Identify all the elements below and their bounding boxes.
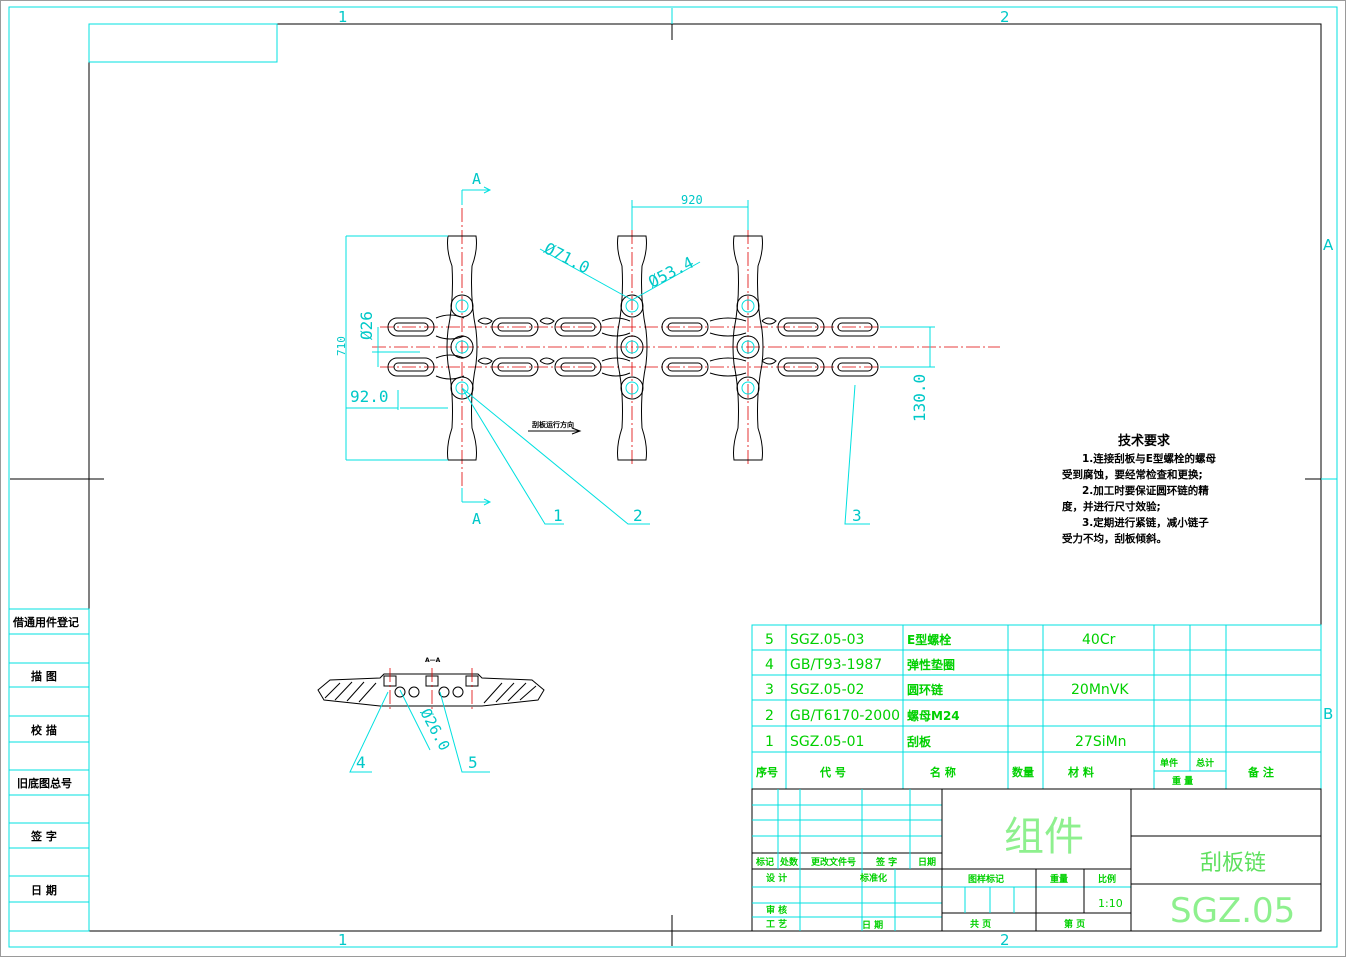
zone-bottom-1: 1: [338, 931, 348, 949]
tech-line-3: 2.加工时要保证圆环链的精: [1082, 484, 1209, 497]
strip-old-drawing-no: 旧底图总号: [17, 776, 72, 790]
bom-row-4-no: 4: [765, 657, 774, 673]
strip-signature: 签 字: [30, 829, 57, 843]
bom-row-5-no: 5: [765, 632, 774, 648]
tb-stage-mark: 图样标记: [968, 873, 1004, 885]
bom-row-5-material: 40Cr: [1082, 632, 1116, 648]
tb-sheet: 第 页: [1064, 918, 1085, 930]
tb-drawing-no: SGZ.05: [1170, 891, 1295, 931]
callout-5: 5: [468, 753, 478, 772]
bom-header-total: 总计: [1196, 757, 1214, 769]
dim-pitch: 920: [681, 193, 703, 207]
plan-view: [345, 186, 1000, 525]
callout-3: 3: [852, 506, 862, 525]
tb-date2: 日 期: [862, 919, 883, 931]
bom-row-5-code: SGZ.05-03: [790, 632, 864, 648]
zone-top-2: 2: [1000, 8, 1010, 26]
tb-process: 工 艺: [766, 918, 787, 930]
dim-dia-53: Ø53.4: [645, 253, 697, 292]
bom-row-1-name: 刮板: [907, 734, 932, 749]
tech-line-2: 受到腐蚀，要经常检查和更换;: [1062, 468, 1203, 481]
bolt-nut-group: [450, 294, 760, 400]
callout-4: 4: [356, 753, 366, 772]
zone-top-1: 1: [338, 8, 348, 26]
tb-total-sheets: 共 页: [970, 918, 991, 930]
bom-row-1-code: SGZ.05-01: [790, 734, 864, 750]
tb-review: 审 核: [766, 904, 787, 916]
callout-1: 1: [553, 506, 563, 525]
bom-row-1-no: 1: [765, 734, 774, 750]
round-link-chain: [387, 314, 879, 380]
tb-standard: 标准化: [859, 872, 887, 884]
bom-row-3-code: SGZ.05-02: [790, 682, 864, 698]
bom-row-2-no: 2: [765, 708, 774, 724]
dim-dia-71: Ø71.0: [541, 239, 593, 278]
left-record-strip: [8, 608, 90, 932]
callout-2: 2: [633, 506, 643, 525]
tb-mark: 标记: [755, 856, 774, 868]
bom-row-3-material: 20MnVK: [1071, 682, 1129, 698]
strip-check-trace: 校 描: [31, 723, 57, 737]
tb-scale-label: 比例: [1098, 873, 1116, 885]
zone-right-B: B: [1323, 705, 1333, 723]
strip-borrow-register: 借通用件登记: [12, 615, 79, 629]
title-block: [751, 788, 1322, 932]
tech-title: 技术要求: [1118, 433, 1171, 449]
bom-row-4-name: 弹性垫圈: [907, 657, 955, 672]
bom-header-no: 序号: [756, 765, 778, 779]
bom-header-code: 代 号: [819, 765, 846, 779]
zone-right-A: A: [1323, 236, 1334, 254]
section-mark-bottom: A: [472, 510, 481, 528]
tb-count: 处数: [779, 856, 799, 868]
tb-date: 日期: [918, 856, 936, 868]
tech-line-1: 1.连接刮板与E型螺栓的螺母: [1082, 452, 1216, 465]
bom-row-2-code: GB/T6170-2000: [790, 708, 900, 724]
bom-table: [751, 624, 1322, 790]
tech-line-5: 3.定期进行紧链，减小链子: [1082, 516, 1209, 529]
bom-header-material: 材 料: [1068, 765, 1094, 779]
direction-label: 刮板运行方向: [532, 420, 574, 429]
dim-dia-26-detail: Ø26.0: [416, 705, 453, 753]
bom-row-2-name: 螺母M24: [907, 708, 960, 723]
bom-header-unit: 单件: [1160, 757, 1178, 769]
zone-bottom-2: 2: [1000, 931, 1010, 949]
bom-row-3-no: 3: [765, 682, 774, 698]
tech-line-4: 度，并进行尺寸效验;: [1062, 500, 1161, 513]
strip-date: 日 期: [31, 883, 57, 897]
bom-row-3-name: 圆环链: [907, 682, 944, 697]
dim-dia-26: Ø26: [357, 311, 376, 340]
bom-header-qty: 数量: [1012, 765, 1034, 779]
strip-trace: 描 图: [31, 669, 57, 683]
tb-scale-value: 1:10: [1098, 897, 1123, 910]
bom-row-4-code: GB/T93-1987: [790, 657, 882, 673]
tb-weight: 重量: [1050, 873, 1068, 885]
tb-change-doc: 更改文件号: [811, 856, 856, 868]
bom-row-1-material: 27SiMn: [1075, 734, 1127, 750]
dim-710: 710: [335, 336, 348, 356]
technical-requirements: 技术要求 1.连接刮板与E型螺栓的螺母 受到腐蚀，要经常检查和更换; 2.加工时…: [1062, 433, 1216, 545]
bom-header-remarks: 备 注: [1247, 765, 1274, 779]
dim-130: 130.0: [910, 374, 929, 422]
tb-part-name: 刮板链: [1200, 851, 1266, 876]
tb-sign: 签 字: [875, 856, 897, 868]
tb-part-type: 组件: [1004, 814, 1084, 860]
detail-title: A—A: [425, 657, 441, 664]
section-detail: [317, 668, 545, 773]
bom-row-5-name: E型螺栓: [907, 632, 951, 647]
bom-header-weight: 重 量: [1172, 775, 1193, 787]
section-mark-top: A: [472, 170, 481, 188]
tb-design: 设 计: [766, 872, 787, 884]
dim-92: 92.0: [350, 387, 389, 406]
bom-header-name: 名 称: [930, 765, 956, 779]
tech-line-6: 受力不均，刮板倾斜。: [1062, 532, 1167, 545]
